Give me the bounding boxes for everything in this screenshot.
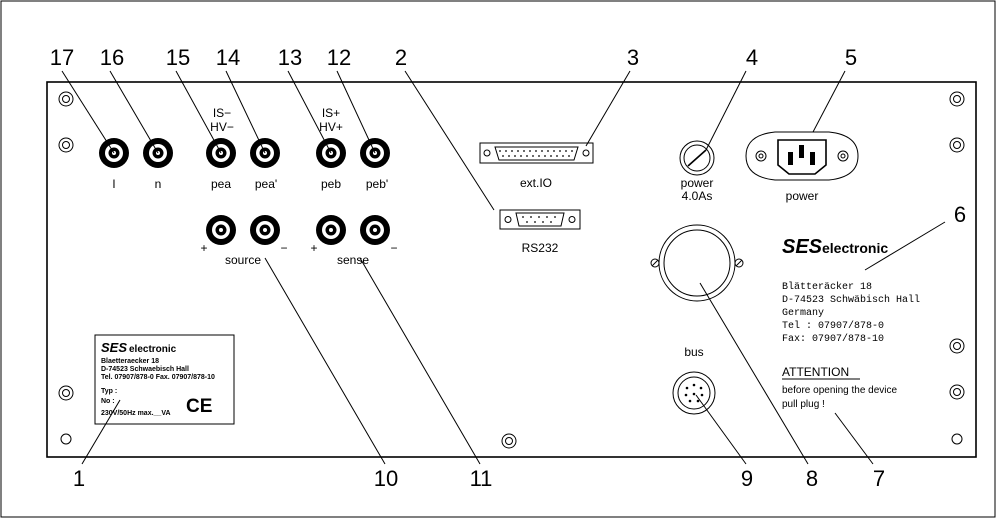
mounting-hole <box>501 433 517 449</box>
callout-2: 2 <box>395 45 407 70</box>
company-logo: SES electronic <box>782 236 888 258</box>
label-hv-minus: HV− <box>210 120 234 134</box>
callout-14: 14 <box>216 45 240 70</box>
warning-line-2: pull plug ! <box>782 399 825 410</box>
jack-label-pea: pea <box>211 177 231 191</box>
callout-11: 11 <box>470 466 493 491</box>
svg-text:SES: SES <box>101 340 127 355</box>
callout-9: 9 <box>741 466 753 491</box>
mounting-hole <box>949 338 965 354</box>
mounting-hole <box>58 385 74 401</box>
label-hv-plus: HV+ <box>319 120 343 134</box>
company-logo-text: electronic <box>822 240 888 256</box>
callout-8: 8 <box>806 466 818 491</box>
callout-15: 15 <box>166 45 190 70</box>
callout-12: 12 <box>327 45 351 70</box>
nameplate-line-2: D-74523 Schwaebisch Hall <box>101 366 189 373</box>
rs232-label: RS232 <box>522 241 559 255</box>
callout-17: 17 <box>50 45 74 70</box>
jack-source-minus <box>250 215 280 245</box>
sense-label: sense <box>337 253 369 267</box>
callout-6: 6 <box>954 202 966 227</box>
nameplate: SES electronic Blaetteraecker 18 D-74523… <box>94 334 235 425</box>
mains-inlet <box>745 131 859 181</box>
jack-label-peb: peb <box>321 177 341 191</box>
callout-5: 5 <box>845 45 857 70</box>
label-is-minus: IS− <box>213 106 231 120</box>
fuse-holder <box>679 140 715 176</box>
ce-mark: CE <box>186 396 212 417</box>
callout-numbers: 1 2 3 4 5 6 7 8 9 10 11 12 13 14 15 16 1… <box>50 45 966 491</box>
leader-lines <box>61 70 946 465</box>
jack-sense-minus <box>360 215 390 245</box>
rear-panel <box>46 81 977 458</box>
bus-label: bus <box>684 345 703 359</box>
bus-socket-large <box>650 224 744 302</box>
mounting-hole <box>949 91 965 107</box>
callout-3: 3 <box>627 45 639 70</box>
callout-4: 4 <box>746 45 758 70</box>
nameplate-line-3: Tel. 07907/878-0 Fax. 07907/878-10 <box>101 374 215 381</box>
ext-io-connector <box>479 142 594 164</box>
jack-label-pea-prime: pea' <box>255 177 277 191</box>
bus-din-connector <box>672 371 716 415</box>
nameplate-rating: 230V/50Hz max.__VA <box>101 410 171 417</box>
label-is-plus: IS+ <box>322 106 340 120</box>
address-line-3: Germany <box>782 308 824 319</box>
source-label: source <box>225 253 261 267</box>
rs232-connector <box>499 209 581 230</box>
callout-16: 16 <box>100 45 124 70</box>
address-line-4: Tel : 07907/878-0 <box>782 320 884 332</box>
callout-7: 7 <box>873 466 885 491</box>
warning-line-1: before opening the device <box>782 385 898 396</box>
mounting-hole <box>951 433 963 445</box>
mounting-holes <box>58 91 965 449</box>
mounting-hole <box>58 137 74 153</box>
nameplate-line-1: Blaetteraecker 18 <box>101 358 159 365</box>
ext-io-label: ext.IO <box>520 176 552 190</box>
nameplate-typ: Typ : <box>101 388 117 395</box>
mounting-hole <box>949 384 965 400</box>
source-minus-sign: − <box>280 241 287 255</box>
svg-text:SES: SES <box>782 236 823 258</box>
jack-source-plus <box>206 215 236 245</box>
warning-title: ATTENTION <box>782 365 849 379</box>
callout-1: 1 <box>73 466 85 491</box>
jack-sense-plus <box>316 215 346 245</box>
address-line-2: D-74523 Schwäbisch Hall <box>782 294 920 306</box>
source-plus-sign: + <box>200 241 207 255</box>
jack-label-n: n <box>155 177 162 191</box>
callout-13: 13 <box>278 45 302 70</box>
address-line-1: Blätteräcker 18 <box>782 281 872 293</box>
fuse-rating-label: 4.0As <box>682 189 713 203</box>
nameplate-no: No : <box>101 398 115 405</box>
mounting-hole <box>60 433 72 445</box>
callout-10: 10 <box>374 466 398 491</box>
sense-minus-sign: − <box>390 241 397 255</box>
nameplate-logo-text: electronic <box>129 344 177 355</box>
mounting-hole <box>58 91 74 107</box>
sense-plus-sign: + <box>310 241 317 255</box>
fuse-power-label: power <box>681 176 714 190</box>
jack-label-peb-prime: peb' <box>366 177 388 191</box>
jack-label-l: l <box>113 177 116 191</box>
mains-power-label: power <box>786 189 819 203</box>
address-line-5: Fax: 07907/878-10 <box>782 333 884 345</box>
mounting-hole <box>949 137 965 153</box>
